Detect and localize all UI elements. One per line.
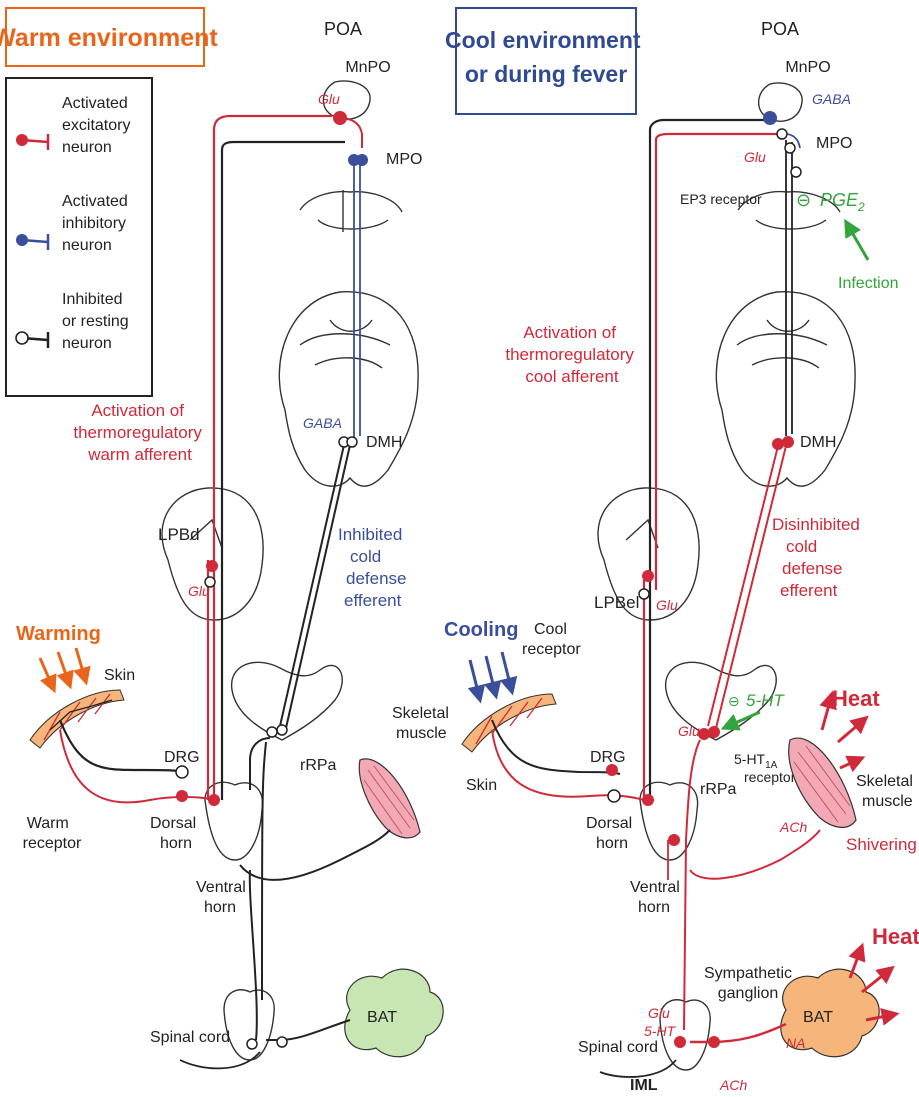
right-panel: Cool environment or during fever POA MnP…: [444, 8, 919, 1094]
svg-text:Spinal cord: Spinal cord: [578, 1039, 658, 1056]
disinhibited-efferent-label: Disinhibited cold defense efferent: [772, 515, 865, 600]
svg-text:Warm receptor: Warm receptor: [23, 815, 82, 852]
svg-text:DRG: DRG: [590, 749, 626, 766]
medulla-left: rRPa: [232, 662, 343, 774]
cool-afferent-label: Activation of thermoregulatory cool affe…: [505, 323, 638, 386]
warm-afferent-label: Activation of thermoregulatory warm affe…: [73, 401, 206, 464]
svg-text:Warming: Warming: [16, 623, 101, 645]
svg-text:Spinal cord: Spinal cord: [150, 1029, 230, 1046]
svg-text:POA: POA: [324, 19, 362, 39]
svg-text:BAT: BAT: [367, 1009, 397, 1026]
svg-text:DMH: DMH: [800, 434, 836, 451]
svg-text:POA: POA: [761, 19, 799, 39]
svg-text:DMH: DMH: [366, 434, 402, 451]
svg-text:Cooling: Cooling: [444, 619, 518, 641]
svg-text:BAT: BAT: [803, 1009, 833, 1026]
svg-text:EP3 receptor: EP3 receptor: [680, 191, 762, 207]
svg-text:rRPa: rRPa: [300, 757, 337, 774]
svg-text:rRPa: rRPa: [700, 781, 737, 798]
svg-text:GABA: GABA: [303, 415, 342, 431]
dmh-brain-left: GABA DMH: [279, 292, 418, 486]
svg-text:receptor: receptor: [744, 769, 796, 785]
svg-text:GABA: GABA: [812, 91, 851, 107]
svg-text:Skin: Skin: [466, 777, 497, 794]
svg-text:⊖: ⊖: [728, 693, 740, 709]
bat-left: BAT: [345, 969, 443, 1057]
inhibitory-neuron-icon: [16, 234, 28, 246]
svg-text:Heat: Heat: [832, 686, 880, 711]
svg-text:NA: NA: [786, 1035, 805, 1051]
lpb-section-right: LPBel Glu: [594, 488, 699, 620]
lpb-section-left: LPBd Glu: [158, 488, 263, 620]
svg-text:Infection: Infection: [838, 275, 898, 292]
svg-text:MnPO: MnPO: [345, 59, 390, 76]
poa-section-right: POA MnPO GABA Glu MPO EP3 receptor ⊖ PGE…: [680, 19, 898, 292]
poa-section-left: POA MnPO MPO Glu: [300, 19, 422, 232]
svg-text:ACh: ACh: [719, 1077, 747, 1093]
inhibited-efferent-label: Inhibited cold defense efferent: [338, 525, 411, 610]
svg-text:IML: IML: [630, 1077, 658, 1094]
svg-text:Glu: Glu: [656, 597, 678, 613]
5ht1a-label: 5-HT1A: [734, 751, 778, 771]
svg-text:Glu: Glu: [318, 91, 340, 107]
svg-text:Glu: Glu: [678, 723, 700, 739]
svg-text:Glu: Glu: [744, 149, 766, 165]
svg-text:Heat: Heat: [872, 924, 919, 949]
skin-left: Warming Skin Warm receptor: [16, 623, 135, 852]
resting-neuron-icon: [16, 332, 28, 344]
svg-text:MnPO: MnPO: [785, 59, 830, 76]
pge2-label: PGE2: [820, 190, 865, 214]
svg-text:MPO: MPO: [386, 151, 422, 168]
svg-text:LPBd: LPBd: [158, 525, 200, 544]
warm-title: Warm environment: [0, 24, 218, 52]
svg-text:5-HT: 5-HT: [746, 691, 785, 710]
svg-text:5-HT: 5-HT: [644, 1023, 677, 1039]
medulla-right: Glu ⊖ 5-HT 5-HT1A receptor rRPa: [666, 662, 796, 798]
svg-text:MPO: MPO: [816, 135, 852, 152]
svg-text:Glu: Glu: [648, 1005, 670, 1021]
svg-text:ACh: ACh: [779, 819, 807, 835]
svg-text:⊖: ⊖: [796, 190, 811, 210]
svg-text:Shivering: Shivering: [846, 835, 917, 854]
excitatory-neuron-icon: [16, 134, 28, 146]
svg-text:Skin: Skin: [104, 667, 135, 684]
svg-text:DRG: DRG: [164, 749, 200, 766]
svg-text:LPBel: LPBel: [594, 593, 639, 612]
neurons-right: [606, 111, 801, 1048]
